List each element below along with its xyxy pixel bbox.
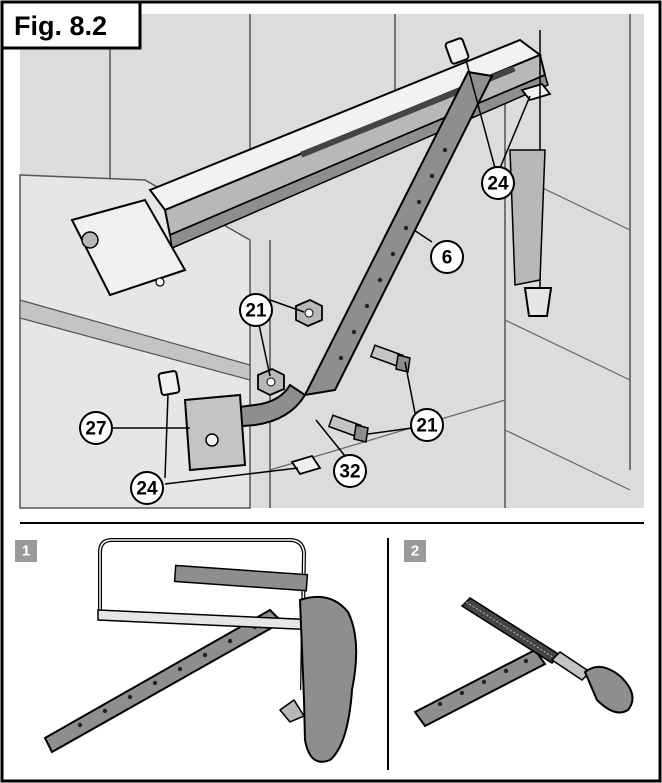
clevis-pin-bottom: [157, 370, 181, 396]
callout-21-left: 21: [239, 293, 273, 327]
nut-21-lower: [257, 368, 285, 396]
step-1-panel: 1: [15, 538, 358, 763]
svg-text:27: 27: [85, 419, 106, 440]
svg-text:24: 24: [487, 174, 509, 195]
step-1-number: 1: [22, 543, 30, 560]
svg-text:24: 24: [136, 479, 158, 500]
ring-fastener-bottom: [290, 454, 322, 476]
svg-text:21: 21: [416, 416, 438, 437]
hacksaw-icon: [97, 538, 358, 763]
svg-text:21: 21: [245, 301, 267, 322]
callout-6: 6: [430, 240, 464, 274]
step-2-badge: [404, 540, 426, 562]
bracket-27: [183, 393, 247, 472]
svg-text:6: 6: [442, 248, 453, 269]
strap-filed-piece: [413, 648, 547, 728]
step-2-number: 2: [411, 543, 419, 560]
figure-title: Fig. 8.2: [14, 11, 107, 41]
callout-32: 32: [333, 454, 367, 488]
header-ledge: [19, 299, 251, 381]
bolt-21-upper: [369, 344, 411, 373]
clevis-pin-top: [444, 37, 470, 65]
bolt-21-lower: [327, 414, 369, 443]
ring-fastener-top: [520, 82, 552, 102]
figure-label: Fig. 8.2: [0, 0, 142, 50]
callout-24-top: 24: [481, 166, 515, 200]
nut-21-upper: [295, 299, 323, 327]
file-icon: [460, 597, 634, 714]
leader-lines: [100, 59, 531, 485]
step-1-badge: [15, 540, 37, 562]
emergency-release-cord: [509, 30, 553, 317]
header-bracket: [70, 198, 187, 297]
callout-24-bottom: 24: [130, 471, 164, 505]
svg-text:32: 32: [339, 462, 360, 483]
callout-27: 27: [79, 411, 113, 445]
step-2-panel: 2: [404, 540, 634, 728]
callout-21-right: 21: [410, 408, 444, 442]
main-illustration: 24 6 21 21 27 24 32: [19, 14, 644, 509]
